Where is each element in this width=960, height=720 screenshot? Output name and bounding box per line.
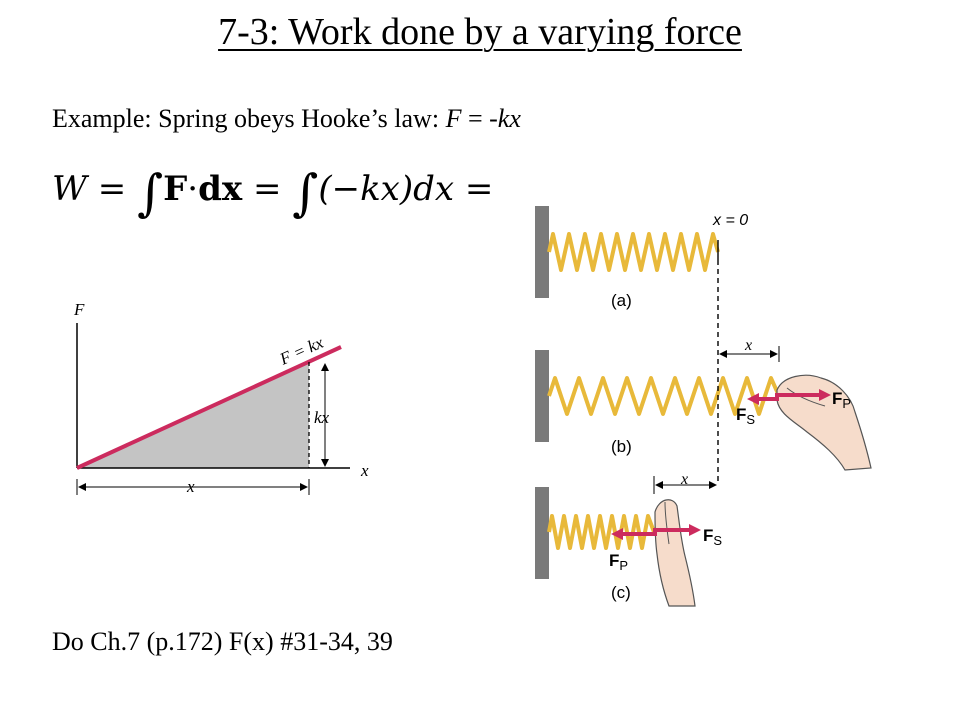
y-axis-label: F — [73, 300, 85, 319]
x0-label: x = 0 — [712, 212, 748, 229]
disp-c-label: x — [680, 471, 688, 488]
fs-arrow-b-head — [747, 393, 759, 405]
formula-f-vector: F — [163, 169, 188, 209]
height-arrow-bottom — [321, 459, 329, 467]
homework-line: Do Ch.7 (p.172) F(x) #31-34, 39 — [52, 627, 393, 656]
fp-label-b: FP — [832, 389, 851, 411]
disp-b-arrow-left — [719, 350, 727, 358]
formula-equals-3: = — [464, 169, 494, 209]
formula-dot: · — [187, 169, 199, 209]
wall-b — [535, 350, 549, 442]
base-arrow-left — [78, 483, 86, 491]
spring-illustration: x = 0 (a) x FP FS (b) x FS FP (c) — [535, 206, 872, 607]
work-integral-formula: W = ∫F·dx = ∫(−kx)dx = — [52, 164, 493, 222]
disp-b-arrow-right — [770, 350, 778, 358]
spring-b — [547, 376, 781, 416]
height-arrow-top — [321, 363, 329, 371]
fp-label-c: FP — [609, 551, 628, 573]
spring-c — [547, 514, 656, 550]
disp-c-arrow-right — [709, 481, 717, 489]
panel-c-label: (c) — [611, 583, 631, 602]
hand-c-finger-line — [664, 501, 670, 545]
formula-integrand: (−kx)dx — [318, 169, 455, 209]
force-line — [76, 345, 342, 470]
disp-c-arrow-left — [655, 481, 663, 489]
base-label: x — [186, 477, 195, 496]
formula-w: W — [52, 169, 87, 209]
wall-a — [535, 206, 549, 298]
slide-title: 7-3: Work done by a varying force — [0, 10, 960, 54]
pushing-hand-icon — [654, 499, 696, 607]
height-label: kx — [314, 408, 330, 427]
panel-b-label: (b) — [611, 437, 632, 456]
hooke-force-graph: F x F = kx kx x — [73, 300, 369, 496]
formula-equals-1: = — [97, 169, 127, 209]
example-prefix: Example: Spring obeys Hooke’s law: — [52, 104, 446, 133]
fs-arrow-c-head — [689, 524, 701, 536]
fs-label-b: FS — [736, 405, 755, 427]
example-line: Example: Spring obeys Hooke’s law: F = -… — [52, 104, 521, 134]
example-eq-mid: = - — [461, 104, 498, 133]
example-eq-kx: kx — [497, 104, 521, 133]
base-arrow-right — [300, 483, 308, 491]
spring-a — [547, 232, 720, 272]
formula-dx-vector: dx — [198, 169, 243, 209]
x-axis-label: x — [360, 461, 369, 480]
formula-equals-2: = — [252, 169, 282, 209]
fp-arrow-c-head — [611, 528, 623, 540]
fs-label-c: FS — [703, 526, 722, 548]
slide-title-text: 7-3: Work done by a varying force — [218, 11, 742, 53]
wall-c — [535, 487, 549, 579]
example-eq-f: F — [445, 104, 462, 133]
pulling-hand-icon — [776, 374, 872, 471]
formula-integral-2: ∫ — [292, 164, 319, 222]
hand-b-finger-line — [786, 387, 826, 407]
fp-arrow-b-head — [819, 389, 831, 401]
disp-b-label: x — [744, 337, 752, 354]
formula-integral-1: ∫ — [137, 164, 164, 222]
panel-a-label: (a) — [611, 291, 632, 310]
